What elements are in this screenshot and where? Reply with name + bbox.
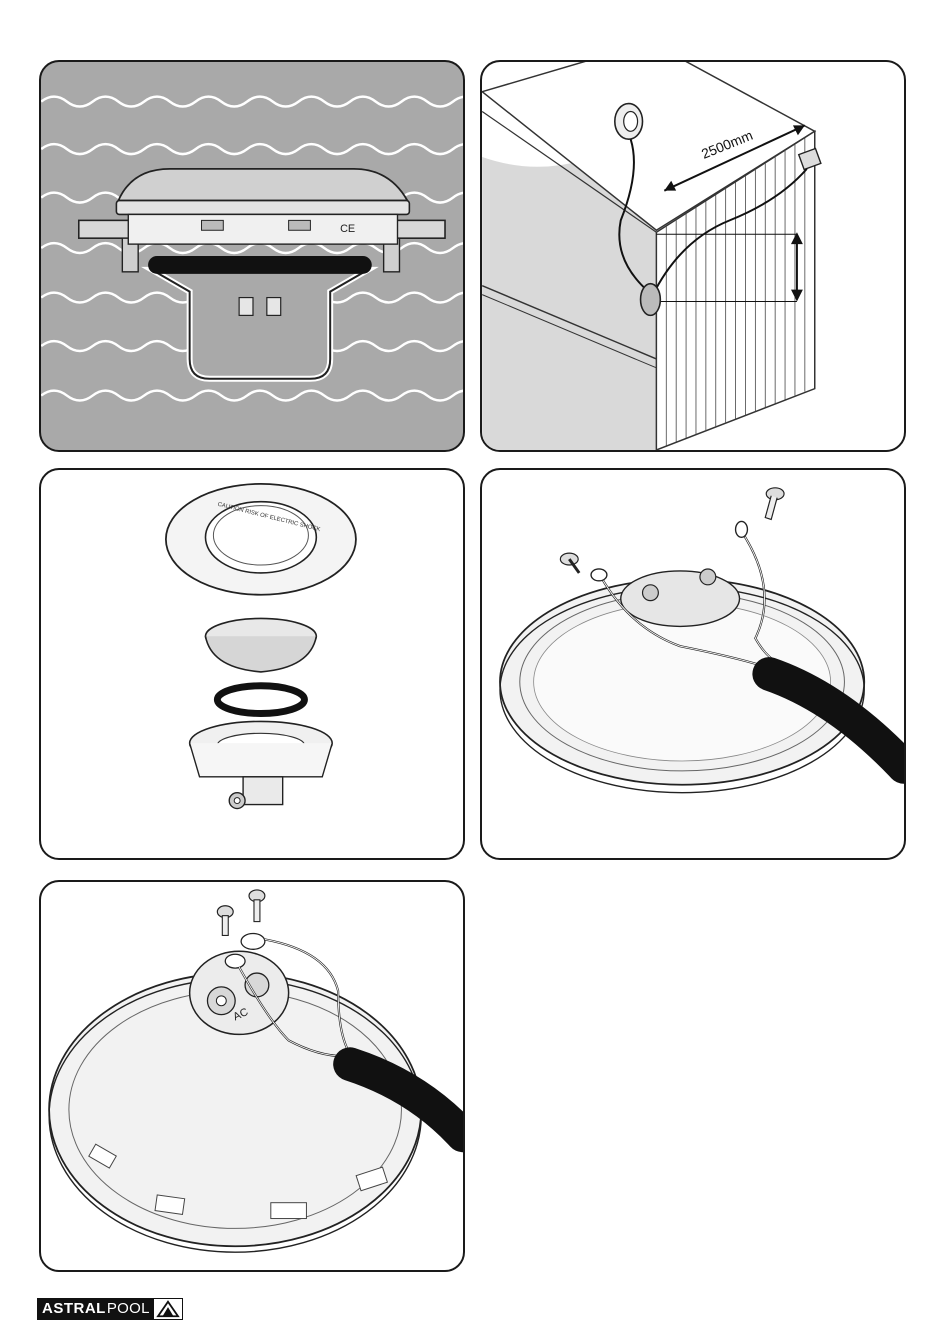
panel-screw-mounting: AC: [39, 880, 465, 1272]
brand-light: POOL: [107, 1298, 153, 1320]
screw-a: [217, 906, 233, 936]
exploded-view-illustration: CAUTION RISK OF ELECTRIC SHOCK: [41, 470, 463, 858]
brand-bold: ASTRAL: [40, 1298, 107, 1320]
screw-mounting-illustration: AC: [41, 882, 463, 1270]
brand-triangle-icon: [153, 1298, 183, 1320]
ce-mark: CE: [340, 223, 355, 235]
panel-installation-distance: 2500mm: [480, 60, 906, 452]
brand-logo: ASTRAL POOL: [37, 1298, 183, 1320]
screw-left: [560, 553, 579, 573]
panel-exploded-view: CAUTION RISK OF ELECTRIC SHOCK: [39, 468, 465, 860]
panel-lamp-section: CE: [39, 60, 465, 452]
screw-right: [765, 488, 784, 520]
cable-connection-illustration: [482, 470, 904, 858]
lamp-section-illustration: CE: [41, 62, 463, 450]
panel-cable-connection: [480, 468, 906, 860]
installation-distance-illustration: 2500mm: [482, 62, 904, 450]
screw-b: [249, 890, 265, 922]
